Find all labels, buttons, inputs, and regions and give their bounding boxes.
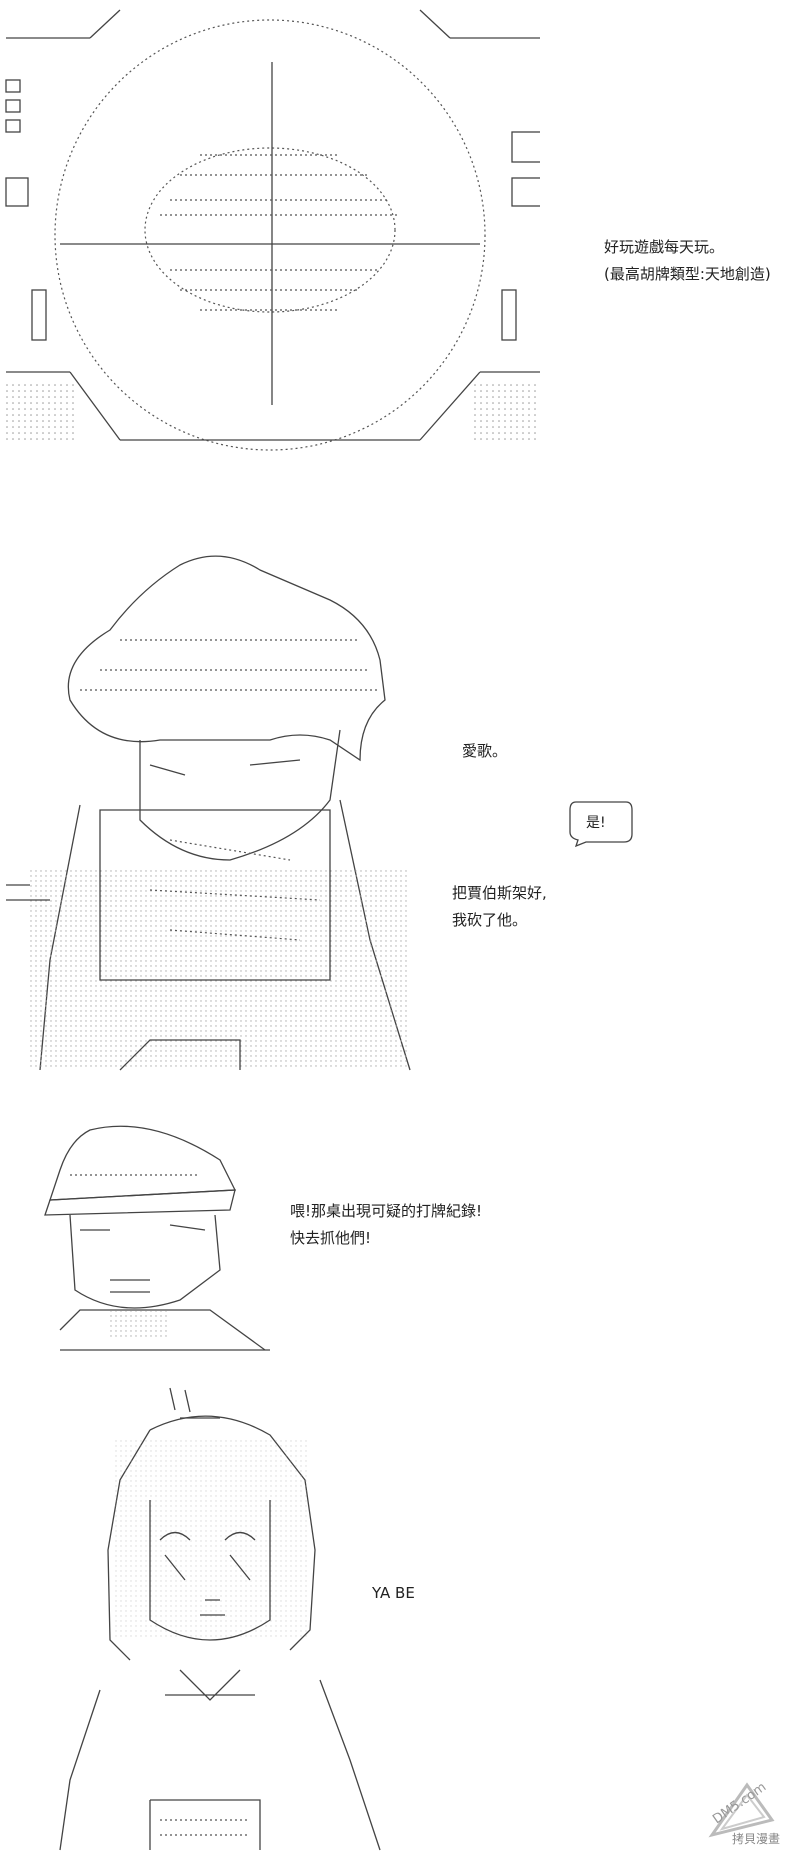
panel-2-ascii-art (6, 555, 411, 1071)
dialogue-line: 愛歌。 (462, 742, 508, 760)
panel-2-dialogue-bottom: 把賈伯斯架好, 我砍了他。 (452, 880, 547, 934)
panel-2: 愛歌。 是! 把賈伯斯架好, 我砍了他。 (0, 540, 800, 1080)
panel-3-dialogue: 喂!那桌出現可疑的打牌紀錄! 快去抓他們! (290, 1198, 482, 1252)
speech-balloon (569, 801, 633, 848)
watermark-logo (708, 1782, 775, 1838)
panel-4: YA BE (0, 1380, 800, 1853)
dialogue-line: 好玩遊戲每天玩。 (604, 238, 725, 256)
dialogue-line: 喂!那桌出現可疑的打牌紀錄! (290, 1202, 483, 1220)
dialogue-line: 我砍了他。 (452, 911, 528, 929)
dialogue-line: (最高胡牌類型:天地創造) (604, 265, 771, 283)
dialogue-line: YA BE (372, 1584, 415, 1602)
dialogue-line: 把賈伯斯架好, (452, 884, 547, 902)
balloon-text: 是! (586, 815, 606, 831)
panel-1: 好玩遊戲每天玩。 (最高胡牌類型:天地創造) (0, 0, 800, 470)
dialogue-line: 快去抓他們! (290, 1229, 372, 1247)
panel-3-ascii-art (44, 1125, 270, 1351)
panel-2-dialogue-top: 愛歌。 (462, 738, 507, 765)
panel-1-dialogue: 好玩遊戲每天玩。 (最高胡牌類型:天地創造) (604, 234, 771, 288)
panel-3: 喂!那桌出現可疑的打牌紀錄! 快去抓他們! (0, 1120, 800, 1370)
panel-4-ascii-art (59, 1387, 381, 1851)
panel-4-dialogue: YA BE (372, 1580, 415, 1607)
watermark-caption: 拷貝漫畫 (731, 1832, 780, 1846)
panel-1-ascii-art (5, 9, 540, 451)
